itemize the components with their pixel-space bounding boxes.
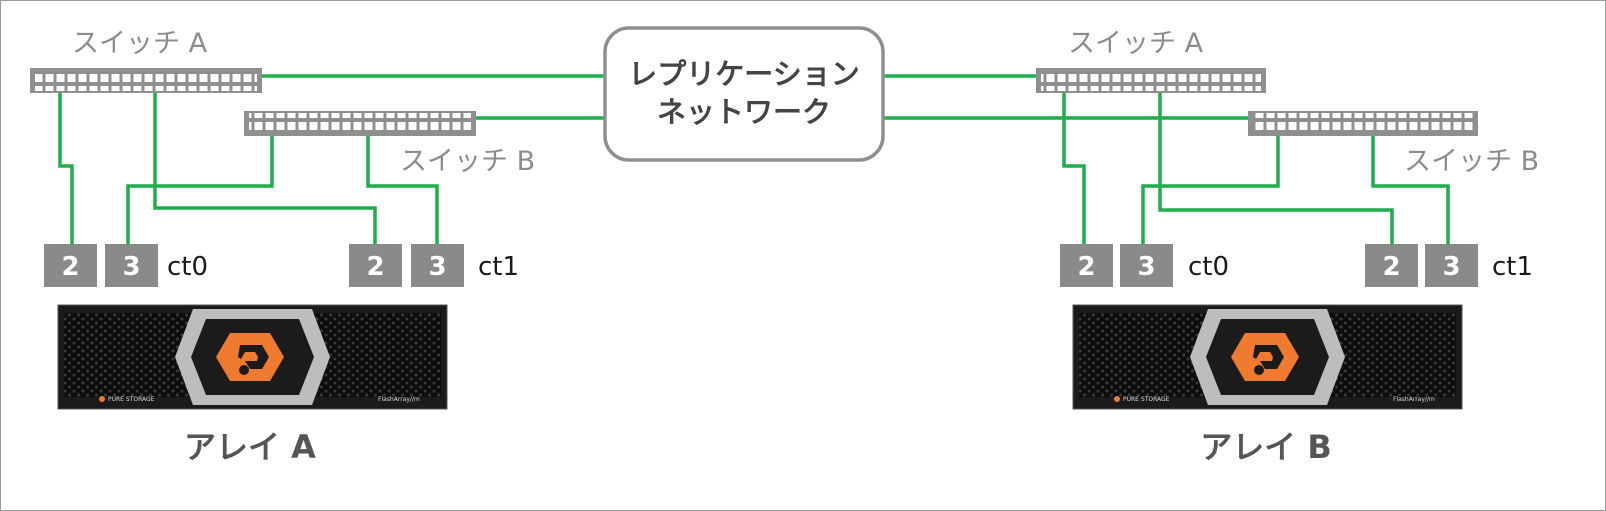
cable-line xyxy=(366,136,439,244)
cable-line xyxy=(1062,93,1086,244)
cable-line xyxy=(153,93,377,244)
controller-label: ct0 xyxy=(167,252,208,282)
pure-logo-icon xyxy=(1231,333,1299,381)
switch-a xyxy=(1036,68,1266,93)
switch-b-label: スイッチ B xyxy=(400,146,535,177)
cable-line xyxy=(126,136,274,244)
port-3 xyxy=(1120,244,1173,287)
controller-label: ct1 xyxy=(1492,252,1533,282)
chassis-brand: PURE STORAGE xyxy=(1123,396,1170,403)
array-label: アレイ B xyxy=(1200,428,1332,466)
controller-label: ct0 xyxy=(1188,252,1229,282)
replication-network-box xyxy=(603,26,885,162)
network-label-line2: ネットワーク xyxy=(657,95,831,129)
storage-array-chassis: PURE STORAGE FlashArray//m xyxy=(57,304,448,410)
cable-line xyxy=(58,93,74,244)
site-b: スイッチ A スイッチ B 2 3 ct0 2 3 ct1 xyxy=(1036,28,1539,466)
chassis-model: FlashArray//m xyxy=(378,396,420,403)
network-label-line1: レプリケーション xyxy=(628,57,859,91)
port-2 xyxy=(349,244,402,287)
port-label: 3 xyxy=(428,252,446,282)
chassis-brand: PURE STORAGE xyxy=(108,396,155,403)
switch-a-label: スイッチ A xyxy=(1068,28,1204,59)
switch-b-label: スイッチ B xyxy=(1404,146,1539,177)
controller-ct1: 2 3 ct1 xyxy=(1365,244,1533,287)
controller-label: ct1 xyxy=(478,252,519,282)
controller-ct0: 2 3 ct0 xyxy=(1060,244,1229,287)
port-3 xyxy=(1425,244,1478,287)
controller-ct1: 2 3 ct1 xyxy=(349,244,519,287)
chassis-model: FlashArray//m xyxy=(1393,396,1435,403)
switch-a-label: スイッチ A xyxy=(72,28,208,59)
port-label: 2 xyxy=(366,252,384,282)
port-2 xyxy=(1365,244,1418,287)
port-label: 3 xyxy=(1442,252,1460,282)
switch-a xyxy=(30,68,262,93)
switch-b xyxy=(1248,111,1478,136)
port-label: 2 xyxy=(1077,252,1095,282)
port-label: 3 xyxy=(1137,252,1155,282)
pure-logo-icon xyxy=(216,333,284,381)
storage-array-chassis: PURE STORAGE FlashArray//m xyxy=(1072,304,1463,410)
switch-b xyxy=(244,111,476,136)
array-label: アレイ A xyxy=(184,428,316,466)
cable-line xyxy=(1141,136,1280,244)
port-2 xyxy=(1060,244,1113,287)
port-3 xyxy=(411,244,464,287)
cable-line xyxy=(1158,93,1394,244)
port-3 xyxy=(105,244,158,287)
port-2 xyxy=(44,244,97,287)
controller-ct0: 2 3 ct0 xyxy=(44,244,208,287)
cable-line xyxy=(1371,136,1450,244)
port-label: 2 xyxy=(61,252,79,282)
network-links xyxy=(58,74,1450,244)
port-label: 2 xyxy=(1382,252,1400,282)
port-label: 3 xyxy=(122,252,140,282)
replication-network: レプリケーション ネットワーク xyxy=(603,26,885,162)
site-a: スイッチ A スイッチ B 2 3 ct0 2 3 ct1 xyxy=(30,28,535,466)
